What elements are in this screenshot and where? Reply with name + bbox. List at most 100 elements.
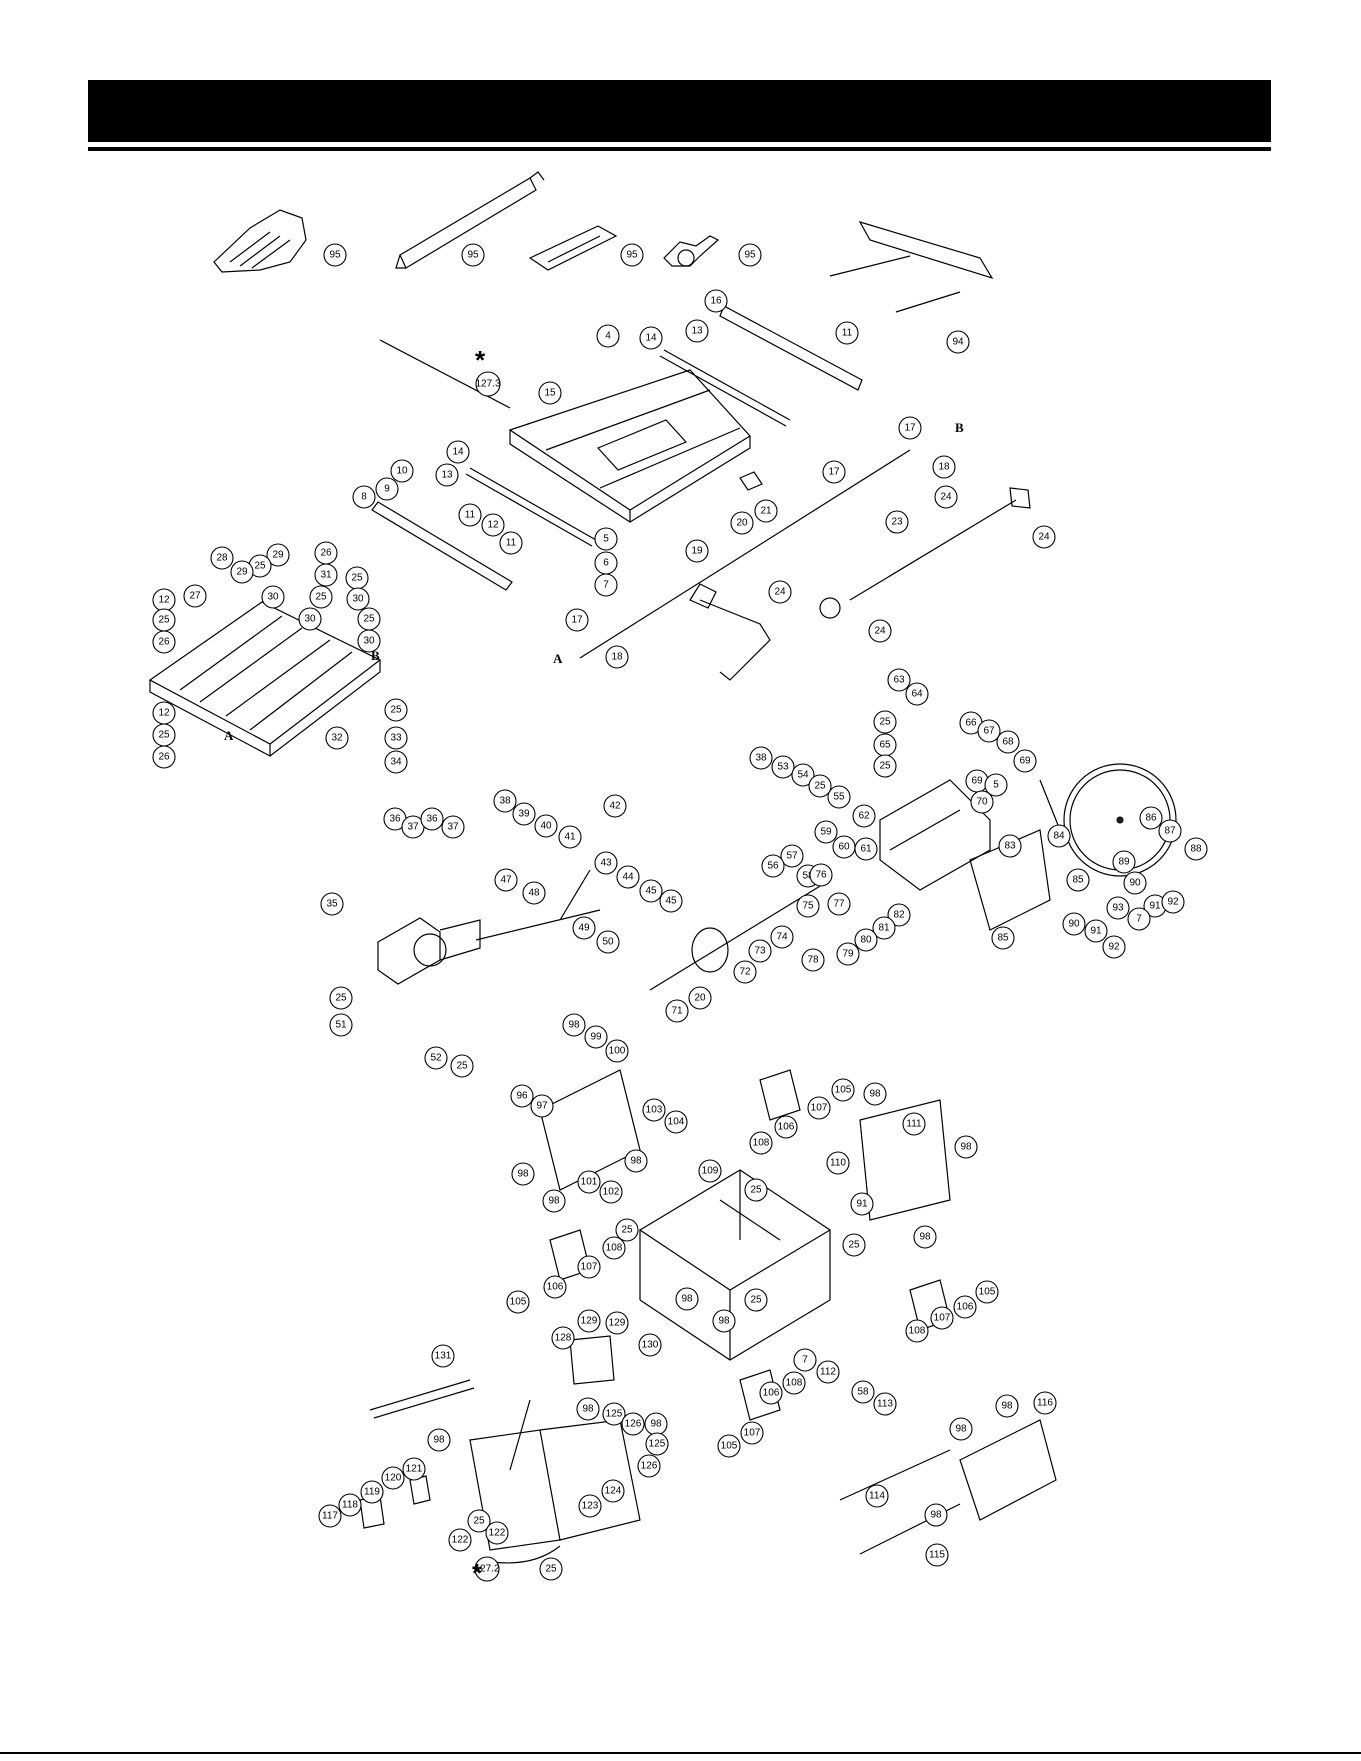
callout-number: 105 — [721, 1441, 738, 1452]
callout-circle — [621, 1412, 645, 1436]
part-callout: 45 — [639, 879, 663, 903]
callout-circle — [357, 629, 381, 653]
callout-number: 60 — [838, 842, 850, 853]
part-callout: 5 — [984, 773, 1008, 797]
callout-number: 44 — [622, 872, 634, 883]
callout-number: 45 — [665, 896, 677, 907]
callout-circle — [461, 243, 485, 267]
part-callout: 25 — [309, 585, 333, 609]
callout-circle — [601, 1479, 625, 1503]
callout-number: 86 — [1145, 813, 1157, 824]
callout-number: 108 — [786, 1378, 803, 1389]
callout-number: 75 — [802, 901, 814, 912]
part-callout: 56 — [761, 854, 785, 878]
callout-circle — [808, 774, 832, 798]
callout-circle — [740, 1421, 764, 1445]
part-callout: 12 — [152, 588, 176, 612]
callout-circle — [577, 1255, 601, 1279]
part-callout: 91 — [850, 1192, 874, 1216]
part-callout: 92 — [1161, 890, 1185, 914]
part-callout: 58 — [851, 1380, 875, 1404]
part-callout: 120 — [381, 1466, 405, 1490]
callout-number: 7 — [1136, 914, 1142, 925]
part-callout: 7 — [594, 573, 618, 597]
part-callout: 25 — [467, 1509, 491, 1533]
callout-number: 90 — [1068, 919, 1080, 930]
callout-circle — [984, 773, 1008, 797]
callout-circle — [953, 1295, 977, 1319]
callout-number: 27 — [189, 591, 201, 602]
bevel-rod — [819, 487, 1031, 619]
part-callout: 60 — [832, 835, 856, 859]
callout-circle — [768, 580, 792, 604]
callout-circle — [977, 719, 1001, 743]
callout-number: 32 — [331, 733, 343, 744]
front-rail — [371, 501, 513, 591]
callout-number: 83 — [1004, 841, 1016, 852]
callout-circle — [1139, 806, 1163, 830]
callout-number: 41 — [564, 832, 576, 843]
part-callout: 12 — [481, 513, 505, 537]
part-callout: 106 — [759, 1381, 783, 1405]
callout-number: 25 — [158, 615, 170, 626]
callout-circle — [733, 960, 757, 984]
part-callout: 37 — [441, 815, 465, 839]
callout-number: 93 — [1112, 903, 1124, 914]
part-callout: 14 — [639, 326, 663, 350]
callout-number: 84 — [1053, 831, 1065, 842]
callout-number: 36 — [426, 814, 438, 825]
callout-circle — [551, 1326, 575, 1350]
callout-number: 52 — [430, 1053, 442, 1064]
part-callout: 63 — [887, 668, 911, 692]
callout-number: 108 — [606, 1243, 623, 1254]
part-callout: 84 — [1047, 824, 1071, 848]
part-callout: 25 — [873, 754, 897, 778]
callout-circle — [474, 1556, 500, 1582]
part-callout: 69 — [1013, 749, 1037, 773]
callout-circle — [744, 1178, 768, 1202]
callout-number: 124 — [605, 1486, 622, 1497]
part-callout: 31 — [314, 563, 338, 587]
part-callout: 108 — [905, 1319, 929, 1343]
callout-number: 25 — [473, 1516, 485, 1527]
callout-number: 95 — [329, 250, 341, 261]
part-callout: 44 — [616, 865, 640, 889]
callout-circle — [511, 1162, 535, 1186]
part-callout: 20 — [730, 511, 754, 535]
part-callout: 34 — [384, 750, 408, 774]
callout-circle — [664, 1110, 688, 1134]
callout-circle — [605, 645, 629, 669]
outfeed-support — [829, 221, 994, 313]
callout-circle — [675, 1287, 699, 1311]
part-callout: 90 — [1123, 871, 1147, 895]
part-callout: 98 — [924, 1503, 948, 1527]
callout-circle — [329, 1013, 353, 1037]
callout-number: 128 — [555, 1333, 572, 1344]
callout-circle — [576, 1397, 600, 1421]
callout-number: 59 — [820, 827, 832, 838]
callout-number: 25 — [351, 573, 363, 584]
callout-circle — [665, 999, 689, 1023]
callout-number: 13 — [441, 470, 453, 481]
callout-number: 20 — [736, 518, 748, 529]
part-callout: 39 — [512, 802, 536, 826]
table-top — [508, 369, 751, 524]
callout-circle — [637, 1454, 661, 1478]
callout-number: 74 — [776, 932, 788, 943]
callout-circle — [1013, 749, 1037, 773]
callout-circle — [594, 573, 618, 597]
callout-circle — [325, 726, 349, 750]
part-callout: 98 — [863, 1082, 887, 1106]
part-callout: 114 — [865, 1484, 889, 1508]
part-callout: 43 — [594, 851, 618, 875]
callout-number: 98 — [869, 1089, 881, 1100]
part-callout: 33 — [384, 726, 408, 750]
part-callout: 94 — [946, 330, 970, 354]
callout-number: 38 — [499, 796, 511, 807]
callout-circle — [749, 746, 773, 770]
callout-circle — [352, 485, 376, 509]
part-callout: 108 — [782, 1371, 806, 1395]
callout-circle — [905, 682, 929, 706]
part-callout: 97 — [530, 1094, 554, 1118]
part-callout: 27 — [183, 584, 207, 608]
